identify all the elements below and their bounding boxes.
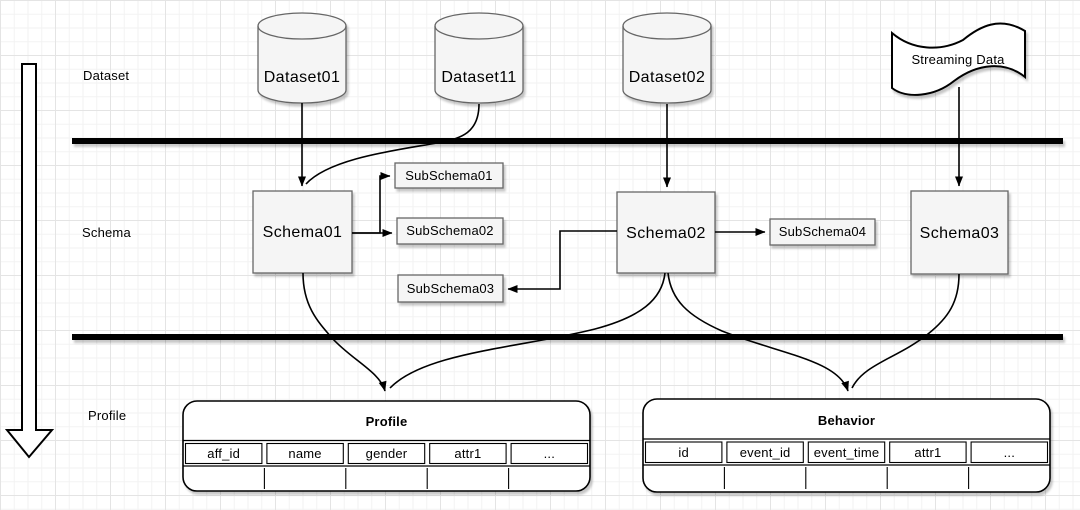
subschema04-label: SubSchema04 [779,224,866,239]
behavior-table: Behavior id event_id event_time attr1 ..… [642,398,1051,493]
subschema03-box: SubSchema03 [397,274,504,303]
row-label-dataset: Dataset [83,68,129,83]
schema02-label: Schema02 [626,225,706,242]
dataset01-label: Dataset01 [264,69,341,86]
edge-schema02-subschema03 [507,230,617,293]
profile-col-2: gender [366,446,408,461]
row-label-schema: Schema [82,225,131,240]
dataset01-cylinder: Dataset01 [257,12,347,104]
cylinder-body [434,12,524,104]
dataset02-cylinder: Dataset02 [622,12,712,104]
profile-col-3: attr1 [454,446,481,461]
subschema03-label: SubSchema03 [407,281,494,296]
edge-schema02-behavior [667,272,849,392]
table-cell [807,441,886,464]
behavior-table-title: Behavior [818,413,875,428]
subschema01-label: SubSchema01 [405,168,492,183]
schema02-box: Schema02 [616,191,716,274]
subschema02-label: SubSchema02 [406,223,493,238]
edge-schema03-behavior [851,273,960,389]
table-cell [726,441,804,464]
table-outline [182,400,591,492]
box [396,217,504,245]
schema01-label: Schema01 [263,224,343,241]
behavior-col-0: id [678,445,689,460]
row-label-profile: Profile [88,408,126,423]
profile-col-4: ... [544,446,555,461]
box [397,274,504,303]
subschema02-box: SubSchema02 [396,217,504,245]
dataset02-label: Dataset02 [629,69,706,86]
table-cell [429,442,507,465]
schema01-box: Schema01 [252,190,353,274]
table-cell [266,442,344,465]
profile-table-title: Profile [366,414,408,429]
behavior-col-2: event_time [814,445,880,460]
box [616,191,716,274]
table-outline [642,398,1051,493]
table-cell [347,442,426,465]
dataset11-cylinder: Dataset11 [434,12,524,104]
cylinder-rim [434,25,524,40]
edge-dataset11-schema01 [305,103,480,185]
cylinder-body [622,12,712,104]
profile-table: Profile aff_id name gender attr1 ... [182,400,591,492]
tape-shape [891,22,1026,96]
profile-col-1: name [288,446,321,461]
behavior-col-4: ... [1004,445,1015,460]
cylinder-body [257,12,347,104]
dataset11-label: Dataset11 [441,69,516,86]
edge-schema01-subschema01 [352,172,391,234]
subschema01-box: SubSchema01 [394,162,504,189]
profile-col-0: aff_id [207,446,240,461]
table-cell [889,441,967,464]
schema03-box: Schema03 [910,190,1009,275]
box [394,162,504,189]
table-cell [970,441,1049,464]
streaming-data-label: Streaming Data [911,52,1005,67]
box [910,190,1009,275]
flow-direction-arrow [4,63,55,459]
cylinder-rim [257,25,347,40]
schema03-label: Schema03 [920,225,1000,242]
edge-schema01-profile [302,272,387,392]
edge-schema02-profile [389,272,666,389]
table-cell [644,441,723,464]
streaming-data-shape: Streaming Data [891,22,1026,96]
table-cell [184,442,263,465]
behavior-col-1: event_id [740,445,791,460]
behavior-col-3: attr1 [914,445,941,460]
box [769,218,876,246]
cylinder-rim [622,25,712,40]
subschema04-box: SubSchema04 [769,218,876,246]
table-cell [510,442,589,465]
